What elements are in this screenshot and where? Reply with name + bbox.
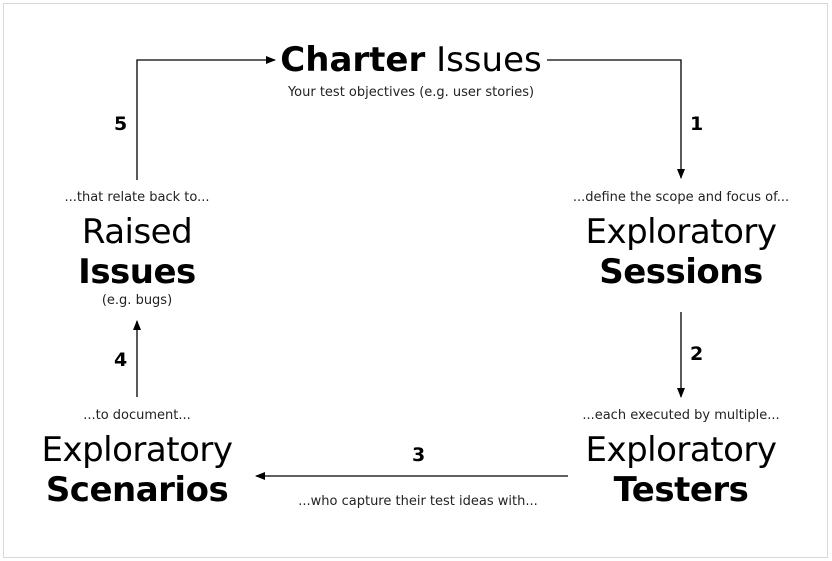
step-number-1: 1 (690, 113, 704, 135)
issues-note: (e.g. bugs) (101, 293, 173, 308)
step-number-2: 2 (690, 343, 704, 365)
issues-prefix: ...that relate back to... (64, 190, 210, 205)
step-number-5: 5 (114, 113, 128, 135)
diagram-canvas (3, 3, 828, 558)
step-number-4: 4 (114, 349, 128, 371)
scenarios-prefix: ...to document... (83, 408, 191, 423)
sessions-node: ...define the scope and focus of... Expl… (545, 190, 817, 292)
step-number-3: 3 (412, 444, 426, 466)
scenarios-light: Exploratory (41, 430, 233, 470)
charter-node: Charter Issues Your test objectives (e.g… (276, 40, 546, 101)
testers-bold: Testers (613, 470, 749, 510)
issues-bold: Issues (78, 252, 196, 292)
charter-title-bold: Charter (280, 40, 426, 80)
charter-title: Charter Issues (276, 40, 546, 80)
testers-node: ...each executed by multiple... Explorat… (545, 408, 817, 510)
sessions-light: Exploratory (585, 212, 777, 252)
sessions-prefix: ...define the scope and focus of... (572, 190, 790, 205)
sessions-bold: Sessions (599, 252, 763, 292)
issues-light: Raised (81, 212, 193, 252)
scenarios-bold: Scenarios (45, 470, 229, 510)
raised-issues-node: ...that relate back to... Raised Issues … (22, 190, 252, 309)
testers-prefix: ...each executed by multiple... (582, 408, 780, 423)
arrow-5 (136, 56, 276, 180)
charter-title-light: Issues (436, 40, 542, 80)
testers-light: Exploratory (585, 430, 777, 470)
charter-subtitle: Your test objectives (e.g. user stories) (287, 85, 535, 100)
arrow-1 (547, 59, 685, 179)
arrow-3-caption: ...who capture their test ideas with... (298, 494, 538, 509)
scenarios-node: ...to document... Exploratory Scenarios (12, 408, 262, 510)
